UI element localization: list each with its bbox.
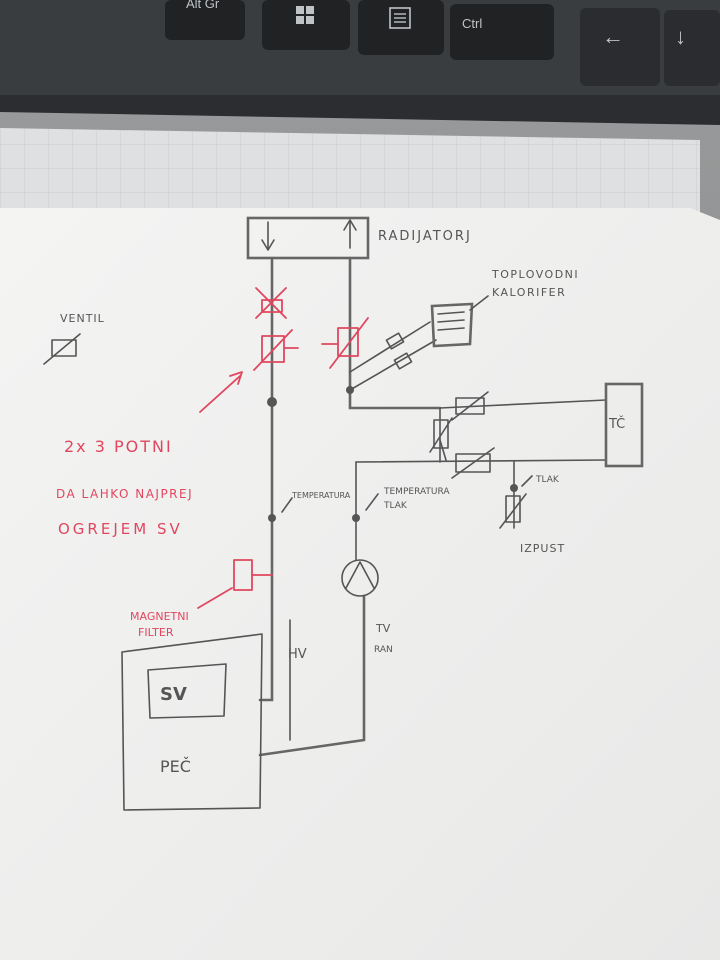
junction-dot (352, 514, 360, 522)
three-way-valve-icon (253, 287, 299, 371)
heating-diagram: RADIJATORJ TOPLOVODNI KALORIFER (43, 216, 644, 811)
windows-icon (296, 6, 314, 24)
label-temp-right-1: TEMPERATURA (383, 487, 450, 497)
label-valve-legend: VENTIL (60, 312, 105, 325)
heatpump-return-pipe (355, 459, 607, 463)
key-ctrl[interactable] (450, 4, 554, 60)
label-radiators: RADIJATORJ (378, 229, 472, 244)
key-ctrl-label: Ctrl (462, 16, 482, 31)
label-boiler-box: SV (160, 684, 187, 705)
drain-valve-icon (499, 493, 527, 529)
graph-paper-sheet (0, 128, 700, 220)
key-left-arrow[interactable] (580, 8, 660, 86)
label-temp-right-2: TLAK (383, 501, 408, 511)
arrow-left-icon: ← (602, 24, 624, 49)
heatpump-flow-pipe (439, 399, 607, 409)
filter-label-1: MAGNETNI (130, 610, 189, 623)
magnetic-filter-icon (197, 559, 273, 609)
arrow-down-icon: ↓ (675, 24, 686, 49)
label-convector-1: TOPLOVODNI (491, 268, 579, 281)
radiator-return-pipe (348, 256, 442, 410)
circulation-pump-icon (341, 559, 379, 597)
arrow-down-icon (261, 239, 275, 251)
label-temp-left: TEMPERATURA (291, 491, 351, 500)
convector-heater-icon (430, 302, 474, 348)
key-windows[interactable] (262, 0, 350, 50)
key-altgr-label: Alt Gr (186, 0, 220, 11)
paper-sheet (0, 208, 720, 960)
furnace-box (121, 633, 263, 811)
label-furnace: PEČ (160, 757, 191, 776)
label-supply: HV (288, 647, 307, 662)
note-line-2: DA LAHKO NAJPREJ (56, 487, 193, 501)
key-down-arrow[interactable] (664, 10, 720, 86)
three-way-valve-icon (321, 317, 369, 369)
label-return-1: TV (375, 622, 391, 635)
label-pressure-right: TLAK (535, 475, 560, 485)
return-pipe (258, 594, 366, 757)
valve-legend-icon (43, 333, 81, 365)
note-line-1: 2x 3 POTNI (64, 437, 173, 456)
radiator (246, 216, 370, 260)
keyboard: Alt Gr Ctrl ← ↓ (0, 0, 720, 125)
convector-pipe (349, 339, 437, 391)
label-convector-2: KALORIFER (492, 286, 566, 299)
junction-dot (267, 397, 277, 407)
filter-label-2: FILTER (138, 626, 174, 639)
convector-valve-icon (385, 332, 413, 370)
note-line-3: OGREJEM SV (58, 520, 183, 538)
arrow-up-icon (343, 219, 357, 231)
menu-icon (389, 7, 411, 29)
heatpump-valve-icon (429, 391, 495, 479)
label-heat-pump: TČ (608, 416, 625, 432)
note-arrow (199, 375, 241, 413)
label-return-2: RAN (374, 645, 393, 655)
heat-pump-unit (604, 382, 644, 468)
junction-dot (268, 514, 276, 522)
key-altgr[interactable] (165, 0, 245, 40)
label-drain: IZPUST (520, 542, 565, 555)
